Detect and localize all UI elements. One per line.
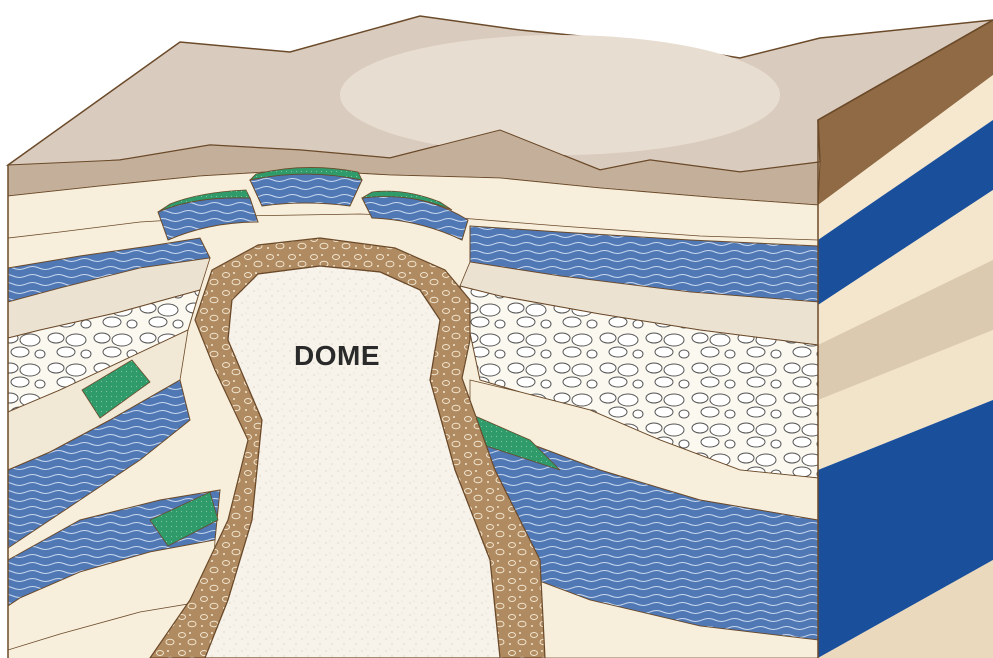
dome-label: DOME xyxy=(262,340,412,372)
block-right-face xyxy=(818,20,993,658)
faulted-block-center xyxy=(250,174,362,206)
surface-highlight xyxy=(340,35,780,155)
